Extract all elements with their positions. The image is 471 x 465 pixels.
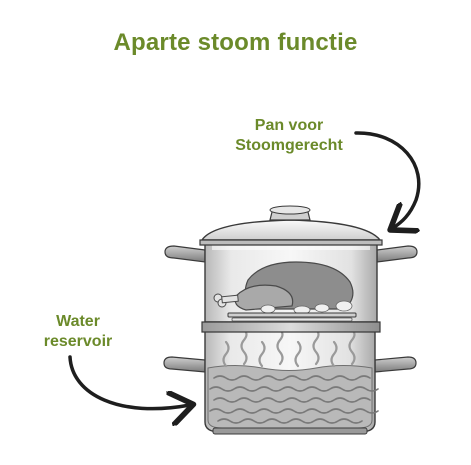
roast-chicken xyxy=(213,261,354,315)
water-body xyxy=(207,365,373,429)
water-reservoir-label: Water reservoir xyxy=(28,312,128,352)
water-reservoir-label-line1: Water xyxy=(56,313,100,330)
steam-rack xyxy=(227,312,357,322)
pan-pointer-arrow xyxy=(354,131,421,228)
steam-pan-label-line2: Stoomgerecht xyxy=(235,137,343,154)
lower-pot-handles xyxy=(163,356,417,373)
diagram-title: Aparte stoom functie xyxy=(113,29,358,56)
water-reservoir-pot xyxy=(204,328,379,435)
water-reservoir-label-line2: reservoir xyxy=(43,333,113,350)
steam-pan-label-line1: Pan voor xyxy=(254,117,324,134)
pot-lid xyxy=(199,205,383,246)
water-pointer-arrow xyxy=(68,355,190,409)
upper-pot-handles xyxy=(164,245,418,263)
steam-wisps xyxy=(222,328,356,368)
steam-pan-label: Pan voor Stoomgerecht xyxy=(214,116,364,156)
